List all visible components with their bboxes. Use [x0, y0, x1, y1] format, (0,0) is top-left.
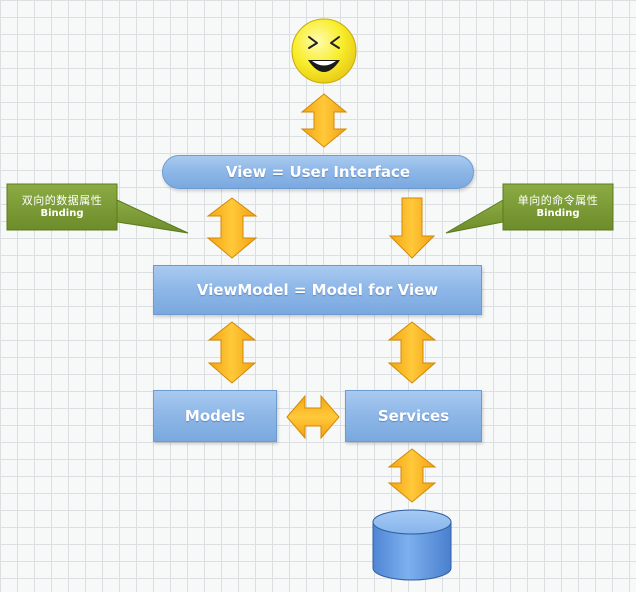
- arrow-viewmodel-models-double: [207, 321, 257, 384]
- services-label: Services: [377, 407, 450, 425]
- smiley-face-icon: [291, 18, 357, 84]
- arrow-services-database-double: [387, 448, 437, 503]
- callout-left: [6, 183, 189, 234]
- viewmodel-box: ViewModel = Model for View: [153, 265, 482, 315]
- callout-right-text: 单向的命令属性 Binding: [503, 184, 613, 230]
- database-cylinder-icon: [372, 509, 452, 581]
- arrow-viewmodel-services-double: [387, 321, 437, 384]
- services-box: Services: [345, 390, 482, 442]
- models-box: Models: [153, 390, 277, 442]
- callout-right-main: 单向的命令属性: [517, 193, 599, 207]
- callout-right: [445, 183, 614, 234]
- models-label: Models: [184, 407, 246, 425]
- callout-left-text: 双向的数据属性 Binding: [7, 184, 117, 230]
- arrow-user-view-double: [300, 93, 348, 148]
- arrow-data-binding-double: [206, 197, 258, 259]
- arrow-command-binding-down: [388, 197, 436, 259]
- view-user-interface-box: View = User Interface: [162, 155, 474, 189]
- callout-left-sub: Binding: [40, 207, 84, 219]
- arrow-models-services-double: [286, 394, 340, 440]
- callout-right-sub: Binding: [536, 207, 580, 219]
- callout-left-main: 双向的数据属性: [21, 193, 103, 207]
- viewmodel-label: ViewModel = Model for View: [196, 281, 439, 299]
- view-label: View = User Interface: [225, 163, 411, 181]
